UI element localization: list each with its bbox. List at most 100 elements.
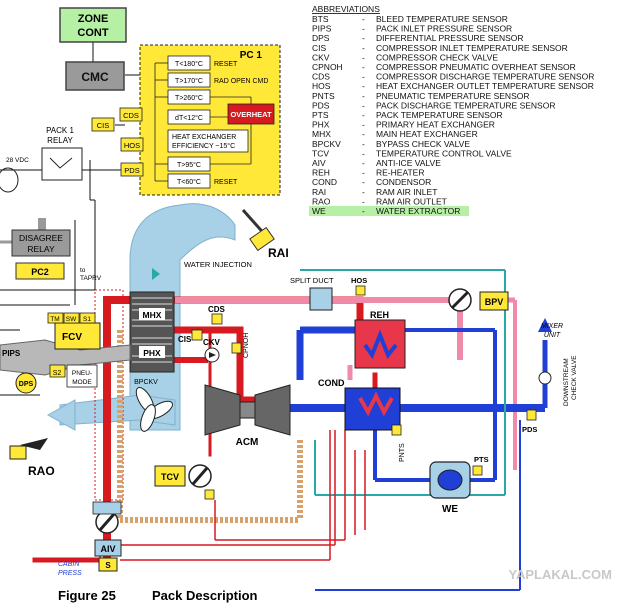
abbreviation-dash: - [362,187,365,197]
condenser-box [344,387,401,431]
mixer-unit-label-2: UNIT [544,332,561,339]
abbreviation-dash: - [362,24,365,34]
zone-controller-label-1: ZONE [78,13,109,25]
abbreviation-dash: - [362,100,365,110]
abbreviation-dash: - [362,43,365,53]
bpv-label: BPV [485,297,504,307]
reh-label: REH [370,310,389,320]
abbreviation-description: COMPRESSOR PNEUMATIC OVERHEAT SENSOR [376,62,576,72]
heat-exchanger-core [129,291,175,373]
abbreviation-dash: - [362,120,365,130]
figure-number: Figure 25 [58,588,116,603]
pc1-hx-line-1: HEAT EXCHANGER [172,134,236,141]
abbreviation-description: RE-HEATER [376,168,425,178]
abbreviation-code: HOS [312,81,331,91]
abbreviation-description: PACK TEMPERATURE SENSOR [376,110,503,120]
relay-label-2: RELAY [47,136,73,145]
abbreviation-code: CKV [312,52,330,62]
acm-fan-icon [135,387,173,432]
disagree-label-1: DISAGREE [19,233,63,243]
abbreviation-description: COMPRESSOR INLET TEMPERATURE SENSOR [376,43,568,53]
pc1-row-cond: T<60°C [177,178,201,186]
bpv-actuator [479,291,509,311]
pips-label: PIPS [2,349,21,358]
pc1-row-action: RESET [214,61,238,68]
abbreviation-code: PIPS [312,24,332,34]
abbreviation-description: BYPASS CHECK VALVE [376,139,470,149]
tan-ducts [117,330,303,523]
abbreviation-description: ANTI-ICE VALVE [376,158,441,168]
dps-sensor-icon [15,372,37,394]
we-label: WE [442,504,458,515]
abbreviation-dash: - [362,62,365,72]
bpckv-label: BPCKV [134,379,158,386]
abbreviation-code: CDS [312,72,330,82]
abbreviation-description: RAM AIR INLET [376,187,437,197]
pack-relay-box [41,147,83,181]
abbreviation-dash: - [362,72,365,82]
vdc-label: 28 VDC [6,157,29,164]
water-injection-icon [152,268,160,280]
abbreviation-dash: - [362,14,365,24]
dps-label: DPS [19,381,34,388]
rao-flap-icon [20,438,48,450]
cds-input-tag: CDS [123,111,139,120]
figure-title: Pack Description [152,588,258,603]
ram-air-duct [129,203,236,431]
rao-label: RAO [28,464,55,478]
abbreviation-code: TCV [312,148,329,158]
phx-label: PHX [143,348,161,358]
abbreviation-code: CIS [312,43,327,53]
acm-turbines-icon [204,384,291,436]
abbreviation-code: DPS [312,33,330,43]
abbreviation-dash: - [362,81,365,91]
tcv-label: TCV [161,472,179,482]
s2-label: S2 [53,370,62,377]
pc2-box [15,262,65,280]
abbreviation-code: COND [312,177,337,187]
s1-label: S1 [83,316,91,323]
zone-controller-label-2: CONT [77,27,108,39]
hos-label: HOS [351,276,367,285]
tm-label: TM [50,316,59,323]
abbreviation-description: COMPRESSOR DISCHARGE TEMPERATURE SENSOR [376,72,594,82]
pds-input-tag: PDS [124,166,139,175]
abbreviation-description: COMPRESSOR CHECK VALVE [376,52,498,62]
mhx-label: MHX [143,310,162,320]
abbreviation-description: PACK DISCHARGE TEMPERATURE SENSOR [376,100,555,110]
abbreviation-code: PNTS [312,91,335,101]
abbreviation-code: WE [312,206,326,216]
pc1-row-action: RESET [214,179,238,186]
aiv-label: AIV [100,544,115,554]
abbreviation-code: AIV [312,158,326,168]
pds-label: PDS [522,425,537,434]
abbreviations-legend: ABBREVIATIONS BTS-BLEED TEMPERATURE SENS… [309,4,594,216]
acm-label: ACM [236,437,259,448]
abbreviation-description: TEMPERATURE CONTROL VALVE [376,148,512,158]
abbreviation-dash: - [362,196,365,206]
abbreviation-description: PRIMARY HEAT EXCHANGER [376,120,495,130]
abbreviation-dash: - [362,129,365,139]
disagree-label-2: RELAY [27,244,55,254]
abbreviation-dash: - [362,206,365,216]
pc1-row-cond: dT<12°C [175,114,203,122]
split-duct-box [309,287,333,311]
reheater-box [354,319,406,369]
disagree-relay-box [11,229,71,257]
pc1-inputs: CDS CIS HOS PDS [91,107,144,177]
abbreviation-dash: - [362,33,365,43]
cond-label: COND [318,378,345,388]
pc1-row-cond: T>170°C [175,77,203,85]
abbreviation-description: CONDENSOR [376,177,431,187]
signal-wiring [99,430,366,561]
cabin-press-label-2: PRESS [58,570,82,577]
abbreviation-dash: - [362,91,365,101]
pneu-mode-label-2: MODE [72,379,92,386]
abbreviation-description: PNEUMATIC TEMPERATURE SENSOR [376,91,530,101]
s-label: S [105,561,111,570]
abbreviation-code: BPCKV [312,139,341,149]
water-injection-label: WATER INJECTION [184,260,252,269]
abbreviation-code: PTS [312,110,329,120]
downstream-ckv-label-2: CHECK VALVE [571,355,578,400]
